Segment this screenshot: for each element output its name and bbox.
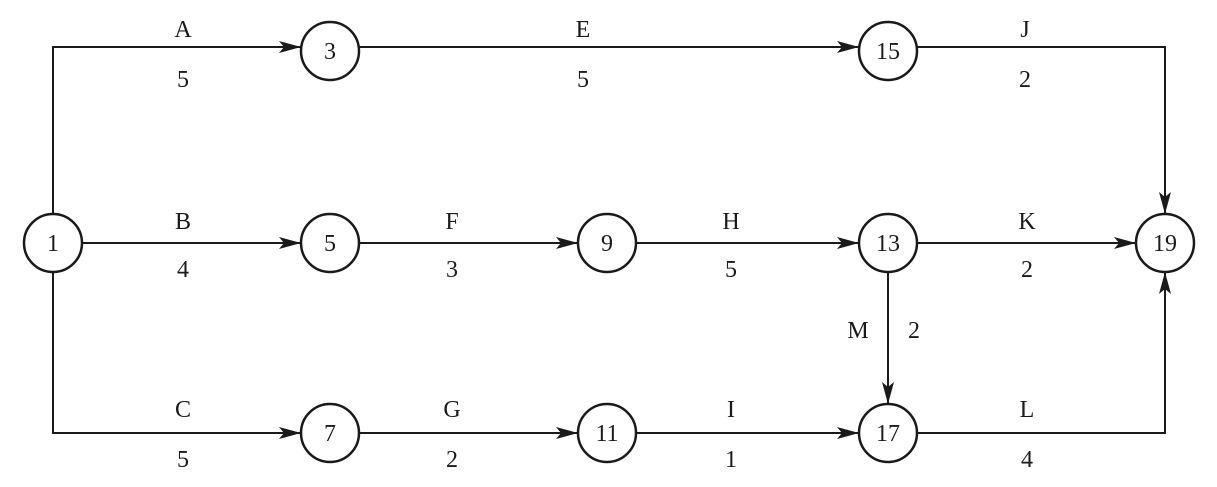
activity-duration-g: 2 (446, 447, 458, 473)
activity-name-e: E (576, 17, 591, 43)
event-node-11: 11 (576, 402, 638, 464)
activity-arrow-l (917, 272, 1171, 434)
event-node-circle (299, 212, 361, 274)
activity-duration-h: 5 (725, 257, 737, 283)
activity-name-h: H (722, 209, 739, 235)
activity-duration-b: 4 (177, 257, 189, 283)
activity-duration-a: 5 (177, 67, 189, 93)
activity-arrow-c (52, 272, 301, 439)
activity-name-f: F (445, 209, 458, 235)
event-node-label: 5 (324, 231, 336, 257)
event-node-label: 9 (601, 231, 613, 257)
event-node-13: 13 (857, 212, 919, 274)
activity-name-j: J (1020, 17, 1029, 43)
activity-duration-l: 4 (1021, 447, 1033, 473)
event-node-7: 7 (299, 402, 361, 464)
event-node-circle (22, 212, 84, 274)
event-node-5: 5 (299, 212, 361, 274)
edges-layer (52, 41, 1171, 439)
event-node-15: 15 (857, 20, 919, 82)
event-node-circle (857, 212, 919, 274)
event-node-circle (576, 402, 638, 464)
activity-name-i: I (727, 397, 735, 423)
activity-name-c: C (175, 397, 191, 423)
activity-duration-m: 2 (908, 318, 920, 344)
event-node-label: 15 (876, 39, 900, 65)
event-node-9: 9 (576, 212, 638, 274)
activity-duration-i: 1 (725, 447, 737, 473)
event-node-label: 1 (47, 231, 59, 257)
activity-duration-f: 3 (446, 257, 458, 283)
activity-name-l: L (1020, 397, 1035, 423)
event-node-circle (857, 402, 919, 464)
event-node-1: 1 (22, 212, 84, 274)
event-node-label: 3 (324, 39, 336, 65)
activity-name-g: G (443, 397, 460, 423)
activity-duration-j: 2 (1019, 67, 1031, 93)
event-node-label: 11 (595, 421, 618, 447)
activity-arrow-a (52, 41, 301, 214)
activity-arrow-j (917, 46, 1171, 214)
event-node-label: 17 (876, 421, 900, 447)
activity-duration-k: 2 (1021, 257, 1033, 283)
event-node-17: 17 (857, 402, 919, 464)
activity-duration-c: 5 (177, 447, 189, 473)
event-node-circle (299, 20, 361, 82)
event-node-label: 7 (324, 421, 336, 447)
activity-name-b: B (175, 209, 191, 235)
event-node-circle (576, 212, 638, 274)
activity-duration-e: 5 (577, 67, 589, 93)
event-node-circle (299, 402, 361, 464)
event-node-label: 19 (1153, 231, 1177, 257)
event-node-3: 3 (299, 20, 361, 82)
activity-name-a: A (174, 17, 192, 43)
event-node-19: 19 (1134, 212, 1196, 274)
activity-name-k: K (1018, 209, 1036, 235)
event-node-circle (1134, 212, 1196, 274)
event-node-circle (857, 20, 919, 82)
activity-name-m: M (847, 318, 868, 344)
event-node-label: 13 (876, 231, 900, 257)
